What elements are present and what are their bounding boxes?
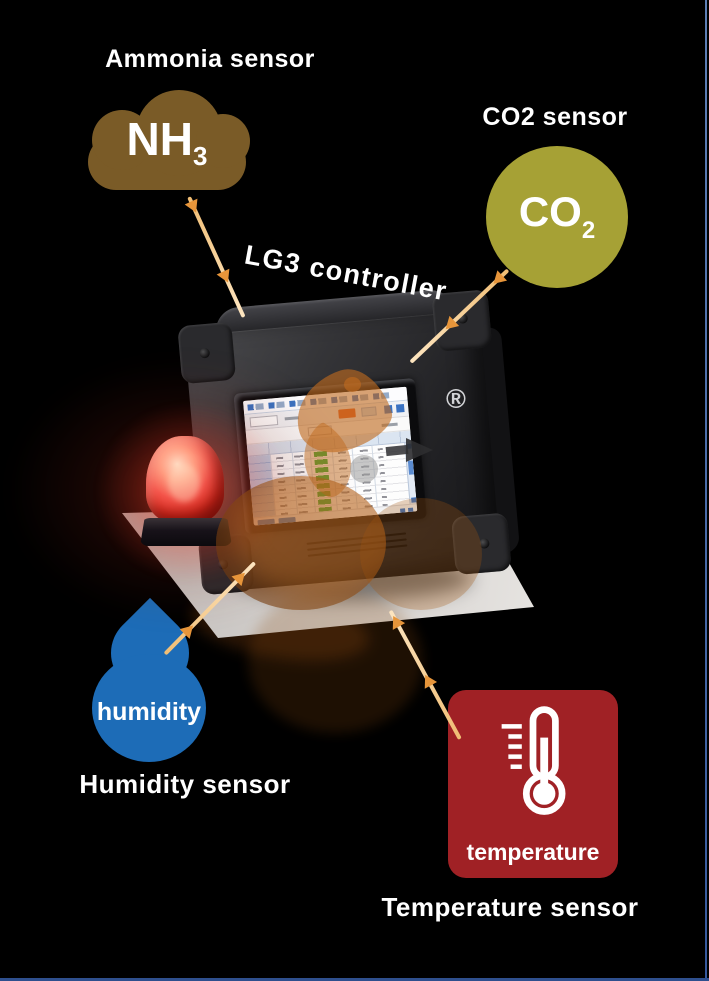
scroll-up-icon xyxy=(406,443,412,449)
humidity-word: humidity xyxy=(96,698,202,726)
temperature-sensor-label: Temperature sensor xyxy=(381,892,639,922)
ammonia-cloud-icon: NH3 xyxy=(86,90,250,192)
scroll-down-icon xyxy=(411,497,417,503)
humidity-sensor-label: Humidity sensor xyxy=(79,769,291,799)
screw-icon xyxy=(199,347,211,359)
bottom-edge-line xyxy=(0,978,709,981)
menu-icon xyxy=(351,393,369,401)
drop-shape xyxy=(92,654,206,762)
screen-light-button xyxy=(361,406,377,417)
screen-blue-icon xyxy=(383,405,393,414)
menu-icon xyxy=(310,397,327,405)
nh3-formula: NH3 xyxy=(126,113,208,171)
beacon-dome xyxy=(146,436,224,524)
arrowhead-icon xyxy=(418,671,437,689)
arrow-temperature-to-controller xyxy=(386,609,462,740)
co2-circle-icon: CO2 xyxy=(486,146,628,288)
thermometer-icon xyxy=(501,706,566,815)
arrowhead-icon xyxy=(184,198,203,216)
temperature-word: temperature xyxy=(466,839,600,865)
screw-icon xyxy=(478,538,490,549)
arrowhead-icon xyxy=(216,268,235,286)
alarm-beacon-icon xyxy=(140,432,232,546)
registered-mark: ® xyxy=(446,384,466,414)
beacon-filament xyxy=(168,464,200,502)
menu-icon xyxy=(372,391,390,400)
beacon-base xyxy=(140,518,232,546)
screen-text xyxy=(381,422,398,427)
humidity-drop-icon: humidity xyxy=(92,597,206,762)
nh3-subscript: 3 xyxy=(192,141,208,171)
menu-icon xyxy=(330,395,348,403)
co2-subscript: 2 xyxy=(581,217,596,244)
co2-formula: CO2 xyxy=(518,188,596,244)
right-edge-line xyxy=(705,0,707,981)
ammonia-sensor-label: Ammonia sensor xyxy=(105,45,315,73)
co2-sensor-label: CO2 sensor xyxy=(482,103,628,131)
screen-blue-icon xyxy=(395,403,405,413)
temperature-card-icon: temperature xyxy=(448,690,618,878)
cloud-shape xyxy=(196,114,250,168)
corner-bumper xyxy=(450,512,512,576)
screen-orange-button xyxy=(338,408,356,419)
arrowhead-icon xyxy=(488,270,507,289)
